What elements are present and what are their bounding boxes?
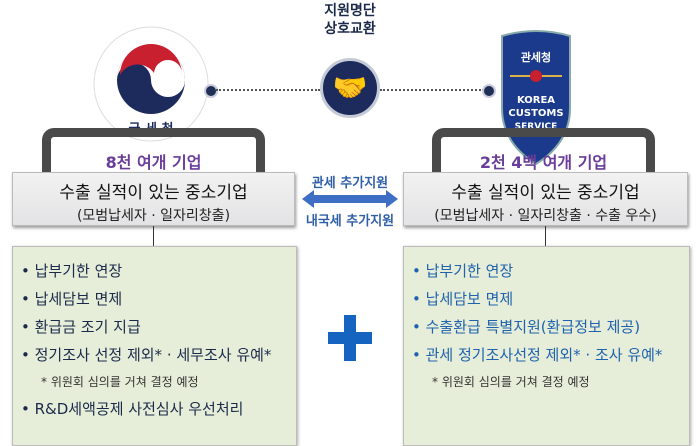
svg-text:SERVICE: SERVICE bbox=[515, 122, 558, 132]
left-subtitle: (모범납세자 · 일자리창출) bbox=[76, 208, 231, 224]
list-item: • 납세담보 면제 bbox=[412, 290, 514, 308]
connector-dot-right bbox=[482, 84, 496, 98]
list-item: • 납세담보 면제 bbox=[21, 290, 123, 308]
left-count-frame: 8천 여개 기업 bbox=[42, 128, 265, 188]
left-title: 수출 실적이 있는 중소기업 bbox=[59, 183, 248, 203]
left-target-box: 수출 실적이 있는 중소기업 (모범납세자 · 일자리창출) bbox=[12, 172, 295, 226]
arrow-label-top: 관세 추가지원 bbox=[311, 176, 389, 191]
right-title: 수출 실적이 있는 중소기업 bbox=[451, 183, 640, 203]
handshake-icon: 🤝 bbox=[320, 58, 380, 118]
left-benefits-box: • 납부기한 연장 • 납세담보 면제 • 환급금 조기 지급 • 정기조사 선… bbox=[12, 246, 297, 446]
exchange-line1: 지원명단 bbox=[324, 3, 376, 19]
connector-left bbox=[153, 226, 154, 246]
list-item: • 수출환급 특별지원(환급정보 제공) bbox=[412, 318, 641, 336]
right-count: 2천 4백 여개 기업 bbox=[479, 153, 608, 172]
plus-icon bbox=[328, 315, 372, 361]
connector-right bbox=[545, 226, 546, 246]
double-arrow-icon bbox=[302, 190, 398, 212]
list-item: • 납부기한 연장 bbox=[412, 262, 514, 280]
left-count: 8천 여개 기업 bbox=[105, 153, 202, 172]
right-count-frame: 2천 4백 여개 기업 bbox=[432, 128, 655, 188]
right-benefits-box: • 납부기한 연장 • 납세담보 면제 • 수출환급 특별지원(환급정보 제공)… bbox=[403, 246, 690, 446]
list-item: • R&D세액공제 사전심사 우선처리 bbox=[21, 400, 244, 418]
list-item: • 납부기한 연장 bbox=[21, 262, 123, 280]
list-item: • 정기조사 선정 제외* · 세무조사 유예* bbox=[21, 346, 272, 364]
left-note: * 위원회 심의를 거쳐 결정 예정 bbox=[41, 375, 199, 389]
kcs-name: 관세청 bbox=[521, 50, 551, 64]
dotted-line-left bbox=[216, 89, 320, 91]
svg-text:KOREA: KOREA bbox=[517, 95, 555, 106]
list-item: • 관세 정기조사선정 제외* · 조사 유예* bbox=[412, 346, 663, 364]
list-item: • 환급금 조기 지급 bbox=[21, 318, 141, 336]
dotted-line-right bbox=[380, 89, 484, 91]
exchange-line2: 상호교환 bbox=[324, 21, 376, 37]
connector-dot-left bbox=[204, 84, 218, 98]
right-target-box: 수출 실적이 있는 중소기업 (모범납세자 · 일자리창출 · 수출 우수) bbox=[403, 172, 688, 226]
right-subtitle: (모범납세자 · 일자리창출 · 수출 우수) bbox=[434, 208, 657, 224]
svg-text:CUSTOMS: CUSTOMS bbox=[508, 108, 563, 119]
arrow-label-bottom: 내국세 추가지원 bbox=[305, 214, 395, 229]
nts-logo: 국 세 청 bbox=[92, 25, 210, 143]
right-note: * 위원회 심의를 거쳐 결정 예정 bbox=[432, 375, 590, 389]
